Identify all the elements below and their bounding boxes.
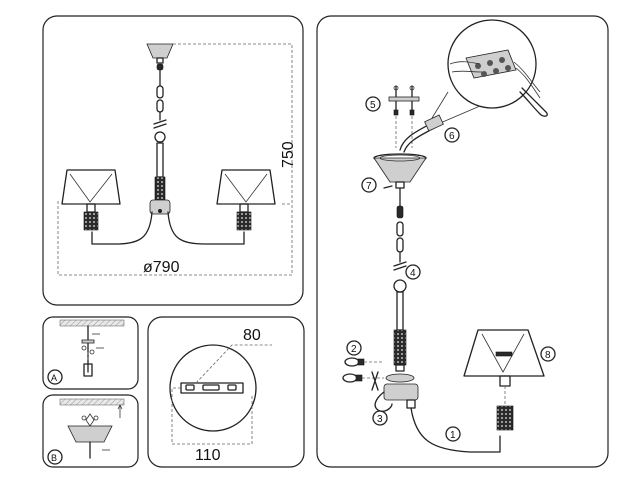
step-labels: 5 6 7 4 2 3 1 8 (351, 100, 551, 441)
sub-diagram-b-label: B (51, 453, 57, 463)
mount-span-label: 110 (195, 447, 221, 464)
mounting-plate-panel (147, 316, 305, 468)
step-3-label: 3 (377, 414, 383, 425)
step-1-label: 1 (450, 430, 456, 441)
chain (153, 63, 167, 143)
diameter-dimension-label: ø790 (143, 259, 180, 276)
assembly-chain (393, 187, 407, 293)
right-shade (216, 169, 276, 231)
step-6-label: 6 (449, 131, 455, 142)
sub-diagram-a-label: A (51, 373, 57, 383)
bulbs (342, 357, 384, 383)
step-2-label: 2 (351, 344, 357, 355)
mount-screws (388, 85, 420, 148)
step-8-label: 8 (545, 350, 551, 361)
center-crystal (154, 176, 166, 201)
canopy (373, 153, 427, 189)
assembly-steps-panel (316, 15, 609, 468)
sub-diagram-b-panel (42, 394, 139, 468)
step-7-label: 7 (366, 181, 372, 192)
assembly-center-crystal (393, 329, 407, 366)
terminal-block (449, 49, 548, 117)
chandelier-overview-panel (42, 15, 304, 306)
height-dimension-label: 750 (280, 141, 297, 168)
sub-diagram-a-panel (42, 316, 139, 390)
mount-width-label: 80 (243, 327, 261, 344)
left-shade (61, 169, 121, 231)
step-4-label: 4 (410, 268, 416, 279)
assembly-shade (463, 329, 545, 431)
step-5-label: 5 (370, 100, 376, 111)
